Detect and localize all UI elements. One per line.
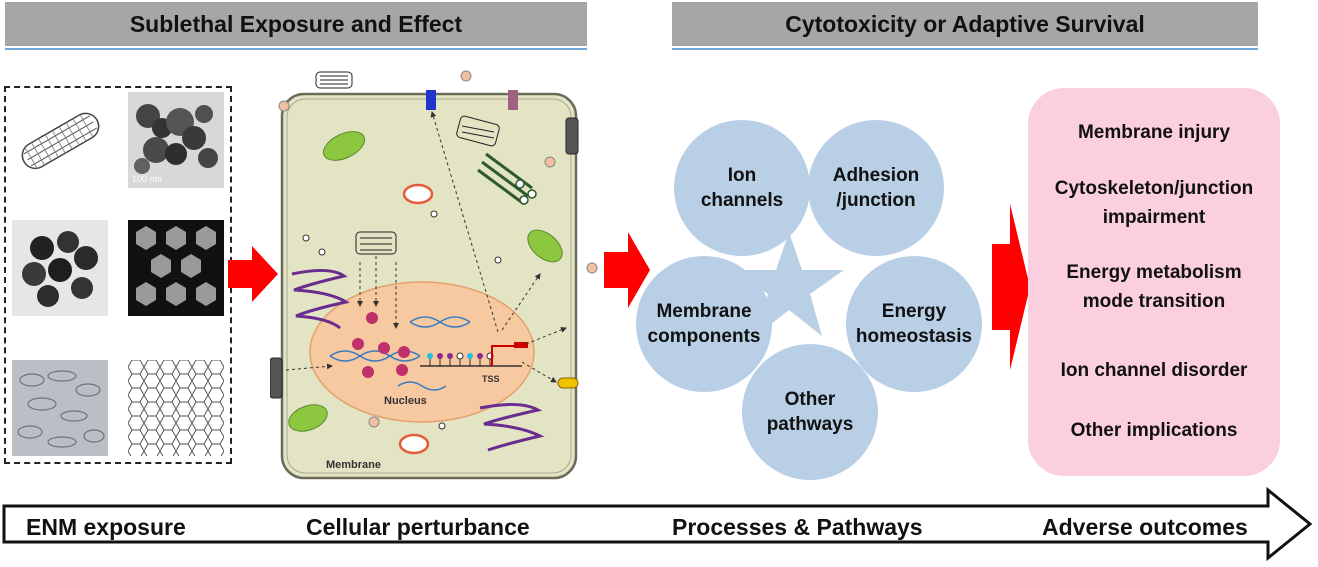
nucleus [309,281,535,423]
outcome-membrane-injury: Membrane injury [1077,122,1231,143]
timeline-arrow [2,486,1313,562]
tss-marker [491,345,518,366]
hexagonal-particle-image [128,220,224,316]
membrane-label: Membrane [326,459,381,471]
epigenetic-marks [427,352,494,366]
header-cytotoxicity: Cytotoxicity or Adaptive Survival [672,2,1258,46]
arrow-processes-to-outcomes [992,204,1030,370]
adverse-outcomes-panel: Membrane injury Cytoskeleton/junction im… [1028,88,1280,476]
header-cytotoxicity-underline [672,48,1258,50]
graphene-lattice-image [128,360,224,456]
timeline-cellular-perturbance: Cellular perturbance [306,514,530,540]
transporter-yellow [557,377,579,389]
header-sublethal-underline [5,48,587,50]
timeline-enm-exposure: ENM exposure [26,514,186,540]
circle-adhesion: Adhesion /junction [808,120,944,256]
tss-label: TSS [482,374,500,384]
extracellular-nanoparticles [278,70,598,428]
nanotube-image [12,92,108,188]
header-sublethal: Sublethal Exposure and Effect [5,2,587,46]
outcome-other: Other implications [1070,420,1238,441]
arrow-cell-to-processes [604,232,650,308]
ion-channel-blue [426,90,436,110]
graphene-sheets [270,71,579,399]
circle-energy-homeostasis: Energy homeostasis [846,256,982,392]
perturbation-arrows [285,111,567,383]
cell-diagram: Nucleus Membrane TSS [270,70,598,480]
mitochondria [288,131,563,432]
aggregate-tem-image: 100 nm [128,92,224,188]
graphene-oxide-image [12,360,108,456]
outcome-ion-channel: Ion channel disorder [1060,360,1248,381]
nucleus-label: Nucleus [384,395,427,407]
vesicles [398,183,434,455]
arrow-enm-to-cell [228,246,278,302]
outcome-cytoskeleton: Cytoskeleton/junction impairment [1054,178,1254,228]
circle-membrane-components: Membrane components [636,256,772,392]
circle-other-pathways: Other pathways [742,344,878,480]
ion-channel-purple [508,90,518,110]
timeline-processes-pathways: Processes & Pathways [672,514,923,540]
nanoparticle-tem-image [12,220,108,316]
sm-molecules [352,312,410,378]
endoplasmic-reticulum [291,269,545,452]
timeline-adverse-outcomes: Adverse outcomes [1042,514,1248,540]
process-star [734,232,844,336]
circle-ion-channels: Ion channels [674,120,810,256]
outcome-energy-metabolism: Energy metabolism mode transition [1066,262,1242,312]
scale-bar-label: 100 nm [132,174,163,184]
